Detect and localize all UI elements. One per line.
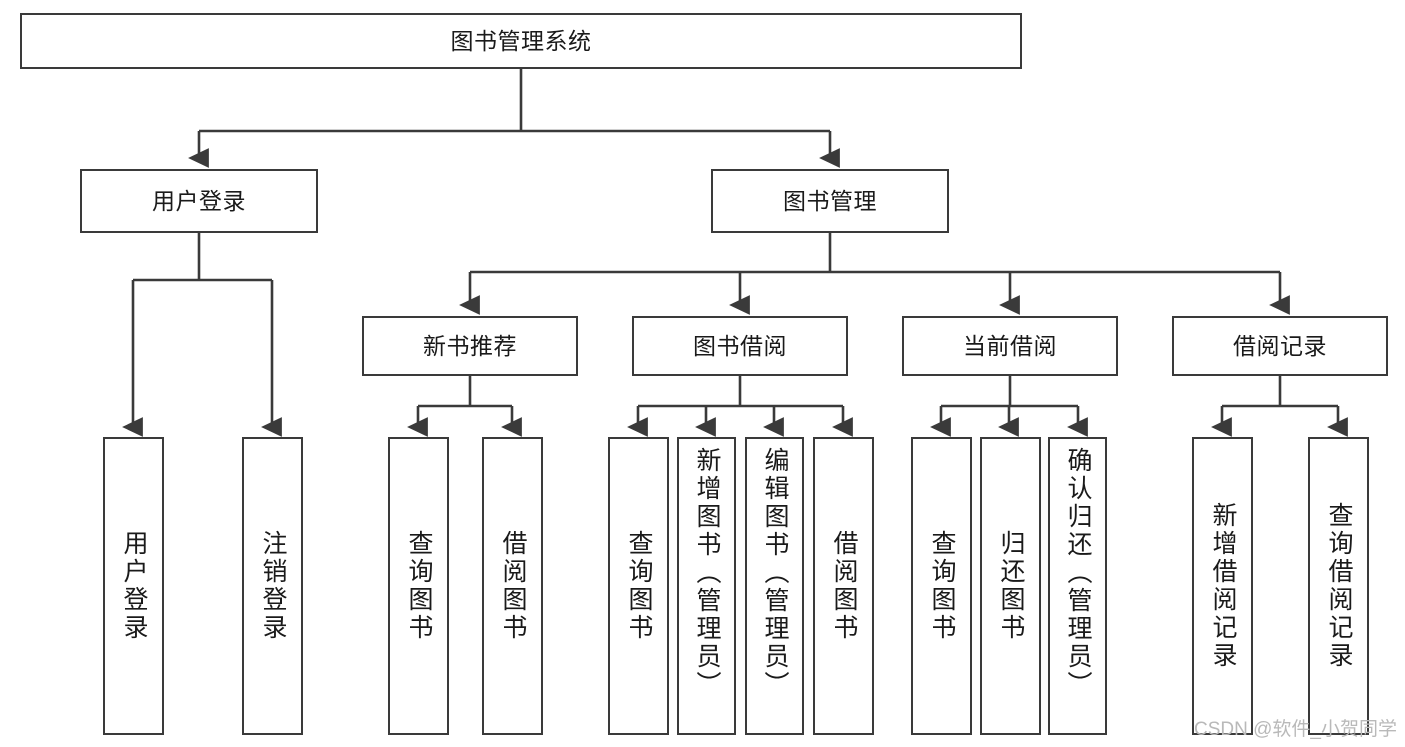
node-leaf-return-book-label: 归还图书 xyxy=(997,530,1025,642)
node-leaf-borrow-book-2-label: 借阅图书 xyxy=(830,530,858,642)
node-new-book-recommend[interactable]: 新书推荐 xyxy=(362,316,578,376)
node-leaf-query-book-1[interactable]: 查询图书 xyxy=(388,437,449,735)
node-leaf-user-logout-label: 注销登录 xyxy=(259,530,287,642)
node-leaf-return-book[interactable]: 归还图书 xyxy=(980,437,1041,735)
node-borrow-record-label: 借阅记录 xyxy=(1233,332,1327,359)
node-leaf-query-record-label: 查询借阅记录 xyxy=(1325,502,1353,670)
node-leaf-confirm-return-label: 确认归还（管理员） xyxy=(1064,447,1092,699)
node-leaf-confirm-return[interactable]: 确认归还（管理员） xyxy=(1048,437,1107,735)
node-leaf-add-record-label: 新增借阅记录 xyxy=(1209,502,1237,670)
node-leaf-user-logout[interactable]: 注销登录 xyxy=(242,437,303,735)
node-leaf-query-book-2-label: 查询图书 xyxy=(625,530,653,642)
node-leaf-edit-book-label: 编辑图书（管理员） xyxy=(761,447,789,699)
node-leaf-query-book-1-label: 查询图书 xyxy=(405,530,433,642)
node-book-borrow[interactable]: 图书借阅 xyxy=(632,316,848,376)
node-book-borrow-label: 图书借阅 xyxy=(693,332,787,359)
node-leaf-edit-book[interactable]: 编辑图书（管理员） xyxy=(745,437,804,735)
node-leaf-query-book-3[interactable]: 查询图书 xyxy=(911,437,972,735)
node-user-login-label: 用户登录 xyxy=(152,187,246,214)
watermark-text: CSDN @软件_小贺同学 xyxy=(1194,719,1397,740)
node-leaf-borrow-book-1-label: 借阅图书 xyxy=(499,530,527,642)
node-leaf-borrow-book-1[interactable]: 借阅图书 xyxy=(482,437,543,735)
node-book-manage-label: 图书管理 xyxy=(783,187,877,214)
node-leaf-query-book-2[interactable]: 查询图书 xyxy=(608,437,669,735)
node-current-borrow[interactable]: 当前借阅 xyxy=(902,316,1118,376)
node-user-login[interactable]: 用户登录 xyxy=(80,169,318,233)
node-root[interactable]: 图书管理系统 xyxy=(20,13,1022,69)
node-leaf-query-record[interactable]: 查询借阅记录 xyxy=(1308,437,1369,735)
node-leaf-borrow-book-2[interactable]: 借阅图书 xyxy=(813,437,874,735)
node-new-book-recommend-label: 新书推荐 xyxy=(423,332,517,359)
node-root-label: 图书管理系统 xyxy=(450,27,592,54)
node-leaf-user-login[interactable]: 用户登录 xyxy=(103,437,164,735)
node-leaf-add-book[interactable]: 新增图书（管理员） xyxy=(677,437,736,735)
node-leaf-add-book-label: 新增图书（管理员） xyxy=(693,447,721,699)
node-leaf-query-book-3-label: 查询图书 xyxy=(928,530,956,642)
node-book-manage[interactable]: 图书管理 xyxy=(711,169,949,233)
node-current-borrow-label: 当前借阅 xyxy=(963,332,1057,359)
node-leaf-add-record[interactable]: 新增借阅记录 xyxy=(1192,437,1253,735)
node-leaf-user-login-label: 用户登录 xyxy=(120,530,148,642)
node-borrow-record[interactable]: 借阅记录 xyxy=(1172,316,1388,376)
